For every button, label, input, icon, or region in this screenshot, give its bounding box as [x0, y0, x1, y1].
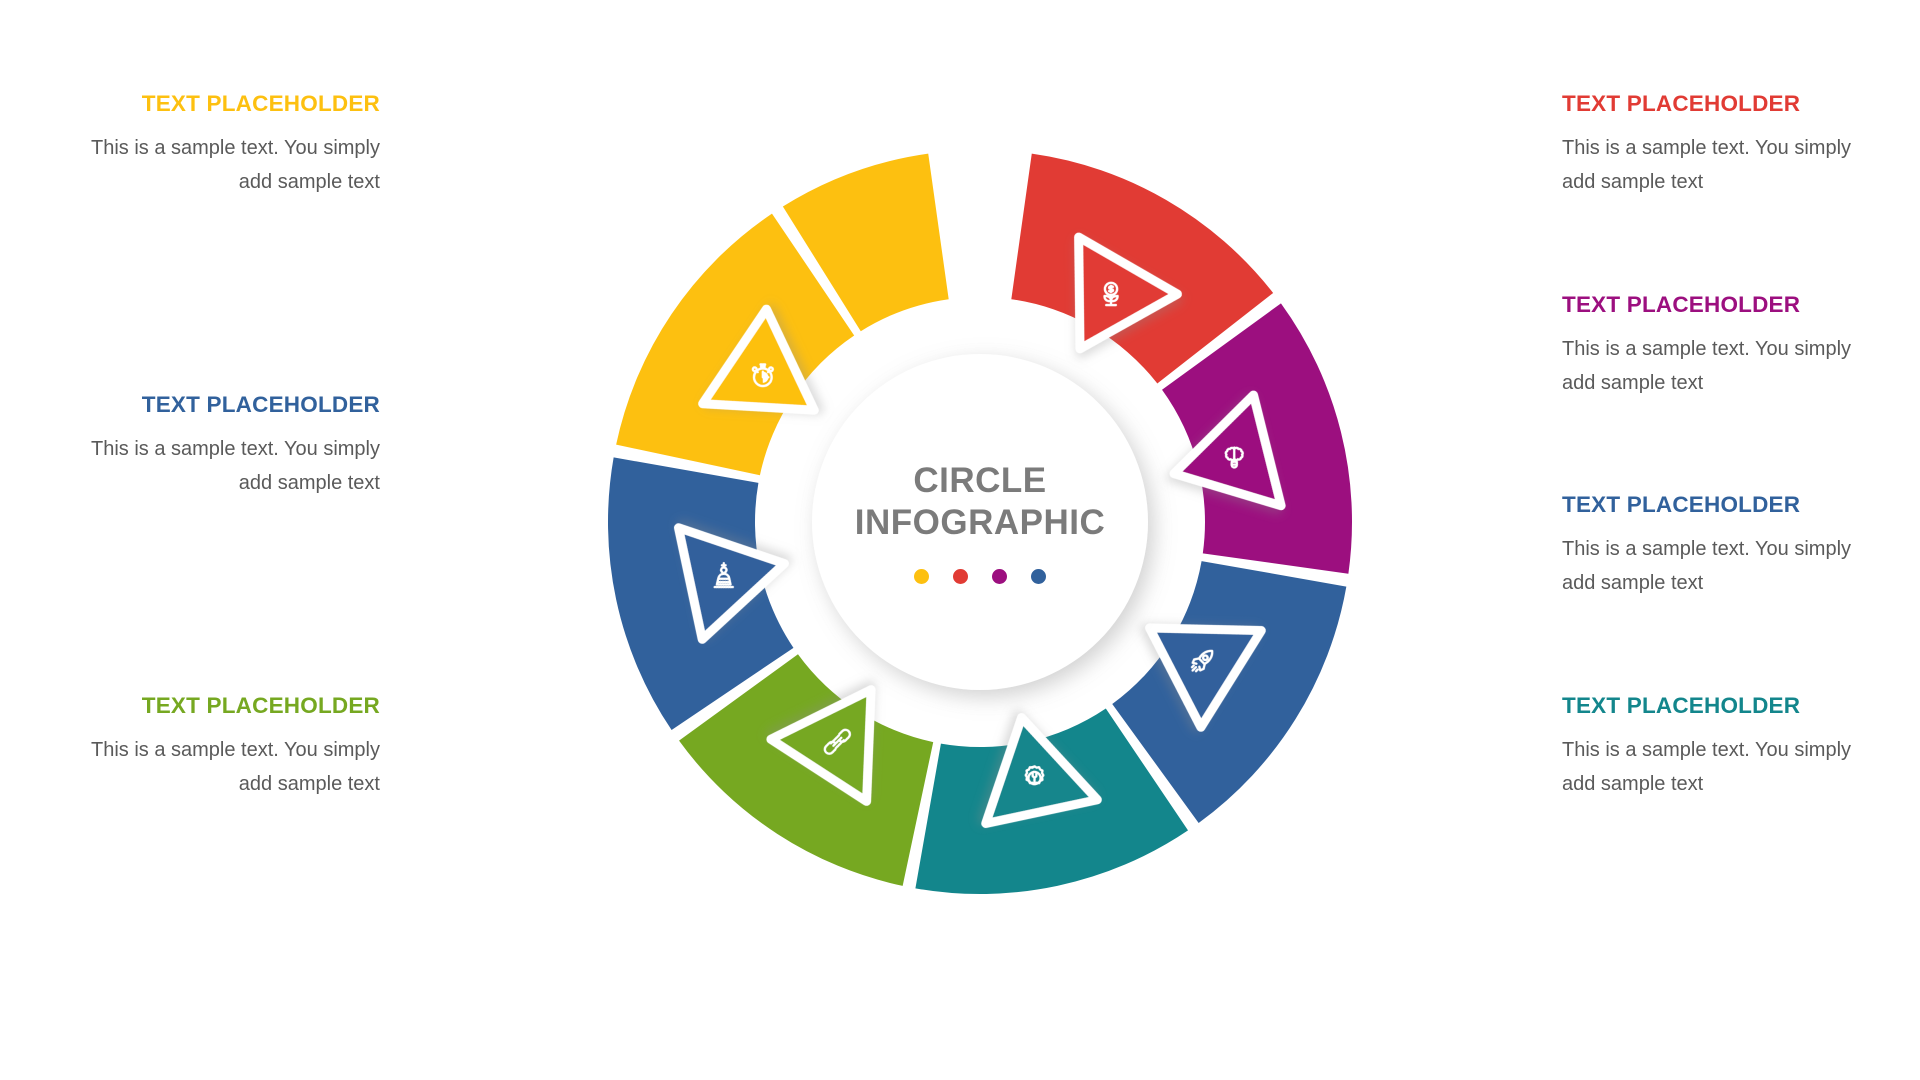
text-block-right-lower: TEXT PLACEHOLDER This is a sample text. Y…	[1562, 492, 1862, 601]
money-plant-icon	[1103, 281, 1119, 307]
segment-blue-right[interactable]	[1112, 561, 1347, 823]
text-block-left-top-body: This is a sample text. You simply add sa…	[90, 136, 380, 194]
segment-green[interactable]	[679, 654, 934, 886]
text-block-right-lower-body: This is a sample text. You simply add sa…	[1562, 537, 1852, 595]
text-block-right-top: TEXT PLACEHOLDER This is a sample text. Y…	[1562, 91, 1862, 200]
text-block-left-middle: TEXT PLACEHOLDER This is a sample text. Y…	[80, 392, 380, 501]
segment-green-badge[interactable]	[766, 659, 919, 806]
text-block-right-middle-body: This is a sample text. You simply add sa…	[1562, 337, 1852, 395]
text-block-right-bottom: TEXT PLACEHOLDER This is a sample text. Y…	[1562, 693, 1862, 802]
segment-yellow[interactable]	[616, 213, 855, 476]
text-block-right-middle-heading: TEXT PLACEHOLDER	[1562, 292, 1801, 317]
rocket-icon	[1190, 649, 1214, 673]
segment-red[interactable]	[1011, 153, 1274, 384]
text-block-left-top-heading: TEXT PLACEHOLDER	[141, 91, 380, 116]
brain-bulb-icon	[1224, 446, 1244, 469]
segment-red-badge[interactable]	[1031, 232, 1182, 377]
text-block-right-middle: TEXT PLACEHOLDER This is a sample text. Y…	[1562, 292, 1862, 401]
chain-link-icon	[823, 728, 851, 755]
text-block-right-bottom-heading: TEXT PLACEHOLDER	[1562, 693, 1801, 718]
segment-yellow-badge[interactable]	[698, 304, 846, 457]
stopwatch-icon	[751, 363, 774, 388]
text-block-right-top-heading: TEXT PLACEHOLDER	[1562, 91, 1801, 116]
gear-wrench-icon	[1024, 765, 1045, 786]
center-disc	[812, 354, 1148, 690]
segment-blue-right-badge[interactable]	[1119, 580, 1266, 732]
text-block-right-lower-heading: TEXT PLACEHOLDER	[1562, 492, 1801, 517]
segment-blue-left-badge[interactable]	[674, 508, 797, 644]
segment-magenta-badge[interactable]	[1160, 390, 1286, 529]
text-block-left-bottom-body: This is a sample text. You simply add sa…	[90, 738, 380, 796]
text-block-left-top: TEXT PLACEHOLDER This is a sample text. Y…	[80, 91, 380, 200]
circle-infographic-wheel	[530, 72, 1430, 972]
text-block-left-middle-body: This is a sample text. You simply add sa…	[90, 437, 380, 495]
segment-teal-badge[interactable]	[966, 706, 1102, 828]
text-block-right-bottom-body: This is a sample text. You simply add sa…	[1562, 738, 1852, 796]
text-block-left-bottom-heading: TEXT PLACEHOLDER	[141, 693, 380, 718]
text-block-left-bottom: TEXT PLACEHOLDER This is a sample text. Y…	[80, 693, 380, 802]
segment-yellow-top[interactable]	[782, 153, 949, 332]
chess-king-icon	[713, 562, 734, 589]
text-block-right-top-body: This is a sample text. You simply add sa…	[1562, 136, 1852, 194]
text-block-left-middle-heading: TEXT PLACEHOLDER	[141, 392, 380, 417]
